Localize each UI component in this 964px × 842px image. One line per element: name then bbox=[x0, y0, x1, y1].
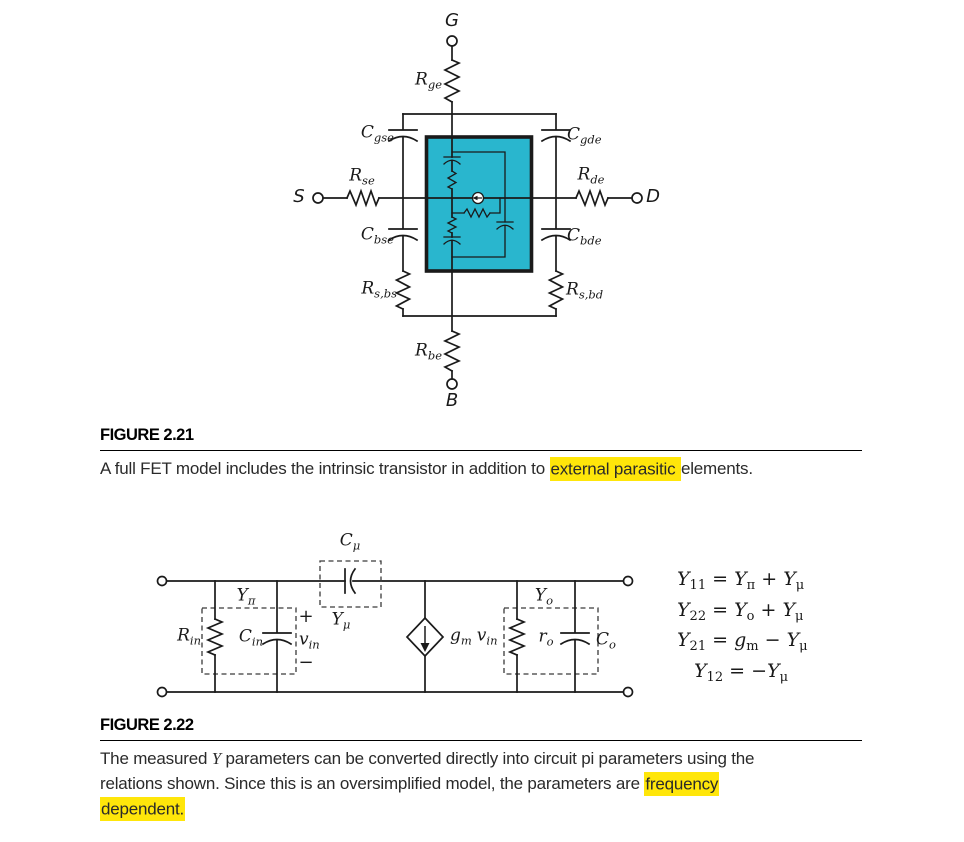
caption-line: relations shown. Since this is an oversi… bbox=[100, 771, 862, 796]
figure-21-heading: FIGURE 2.21 bbox=[100, 426, 194, 444]
equation-line: Y21 = gm − Yμ bbox=[677, 629, 808, 654]
label-vin: vin bbox=[299, 629, 320, 652]
resistor-Rin bbox=[205, 580, 225, 693]
figure-22-caption: The measured Y parameters can be convert… bbox=[100, 746, 862, 821]
figure-22-caption-block: FIGURE 2.22 The measured Y parameters ca… bbox=[100, 717, 862, 821]
terminal-S bbox=[312, 192, 324, 204]
label-Cmu: Cμ bbox=[339, 530, 361, 553]
resistor-Rge bbox=[443, 58, 462, 104]
label-Co: Co bbox=[596, 629, 616, 652]
capacitor-Cin bbox=[261, 580, 293, 693]
label-Cbde: Cbde bbox=[567, 225, 602, 248]
terminal-label-bulk: B bbox=[445, 390, 459, 411]
terminal-B bbox=[446, 378, 458, 390]
caption-text: A full FET model includes the intrinsic … bbox=[100, 459, 550, 478]
y-parameter-equations: Y11 = Yπ + Yμ Y22 = Yo + Yμ Y21 = gm − Yμ Y… bbox=[677, 568, 808, 690]
label-Rge: Rge bbox=[415, 69, 442, 92]
parasitic-branches bbox=[387, 113, 572, 317]
output-terminal-top bbox=[622, 575, 634, 587]
resistor-Rsbs bbox=[394, 269, 412, 311]
Yo-dashed-box bbox=[503, 607, 599, 675]
caption-line: The measured Y parameters can be convert… bbox=[100, 749, 755, 768]
input-terminal-top bbox=[156, 575, 168, 587]
terminal-D bbox=[631, 192, 643, 204]
resistor-Rbe bbox=[442, 329, 462, 373]
label-Rin: Rin bbox=[177, 625, 201, 648]
pi-model-circuit bbox=[156, 560, 634, 698]
label-Ymu: Yμ bbox=[331, 609, 351, 632]
input-terminal-bottom bbox=[156, 686, 168, 698]
capacitors-Cgde-Cbde bbox=[540, 113, 572, 272]
figure-21-rule bbox=[100, 450, 862, 451]
label-Rbe: Rbe bbox=[415, 340, 442, 363]
equation-line: Y11 = Yπ + Yμ bbox=[677, 568, 805, 593]
label-Cin: Cin bbox=[238, 626, 263, 649]
equation-line: Y12 = −Yμ bbox=[694, 659, 789, 685]
intrinsic-current-source bbox=[471, 191, 485, 205]
resistor-Rse bbox=[345, 188, 381, 208]
highlighted-text: external parasitic bbox=[549, 456, 681, 481]
label-Rde: Rde bbox=[577, 164, 605, 187]
terminal-label-source: S bbox=[293, 186, 305, 207]
fet-terminals bbox=[312, 35, 643, 390]
equation-line: Y22 = Yo + Yμ bbox=[677, 598, 804, 624]
label-Rsbs: Rs,bs bbox=[361, 278, 397, 301]
port-terminals bbox=[156, 575, 634, 698]
label-Cgse: Cgse bbox=[360, 122, 394, 145]
terminal-G bbox=[446, 35, 458, 47]
label-Cbse: Cbse bbox=[360, 224, 394, 247]
Ypi-dashed-box bbox=[201, 607, 297, 675]
label-Rse: Rse bbox=[349, 165, 375, 188]
Ymu-dashed-box bbox=[319, 560, 382, 608]
capacitors-Cgse-Cbse bbox=[387, 113, 419, 272]
label-minus: − bbox=[298, 652, 314, 673]
capacitor-Co bbox=[559, 580, 591, 693]
figure-21-caption: A full FET model includes the intrinsic … bbox=[100, 456, 862, 481]
gate-branch bbox=[442, 45, 462, 380]
rails bbox=[165, 580, 625, 693]
terminal-label-gate: G bbox=[445, 10, 459, 31]
label-Cgde: Cgde bbox=[567, 124, 602, 147]
caption-line: dependent. bbox=[100, 796, 862, 821]
output-terminal-bottom bbox=[622, 686, 634, 698]
highlighted-text: frequency bbox=[644, 771, 720, 796]
caption-text: elements. bbox=[680, 459, 753, 478]
resistor-Rde bbox=[574, 188, 610, 208]
label-Rsbd: Rs,bd bbox=[566, 279, 604, 302]
label-ro: ro bbox=[538, 626, 554, 649]
figure-22-rule bbox=[100, 740, 862, 741]
label-Ypi: Yπ bbox=[236, 585, 256, 608]
resistor-Rsbd bbox=[547, 269, 565, 311]
highlighted-text: dependent. bbox=[100, 796, 186, 821]
resistor-ro bbox=[507, 580, 527, 693]
label-Yo: Yo bbox=[534, 585, 554, 608]
figure-21-caption-block: FIGURE 2.21 A full FET model includes th… bbox=[100, 427, 862, 481]
terminal-label-drain: D bbox=[646, 186, 660, 207]
capacitor-Cmu bbox=[344, 567, 357, 595]
figure-22-heading: FIGURE 2.22 bbox=[100, 716, 194, 734]
fet-model-circuit bbox=[312, 35, 643, 390]
dependent-current-source bbox=[405, 580, 445, 693]
label-plus: + bbox=[298, 606, 314, 627]
